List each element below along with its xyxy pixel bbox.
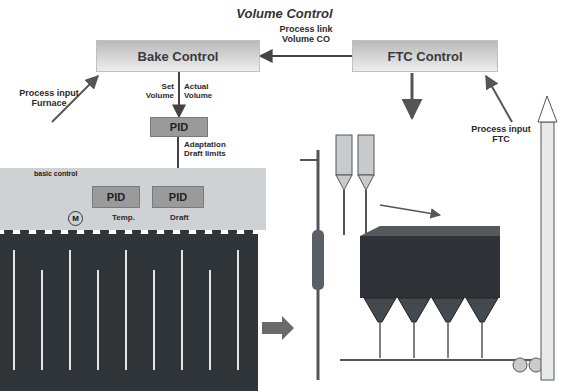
- annotation-label: Set Volume: [136, 82, 174, 100]
- edge-label: Process link Volume CO: [270, 24, 342, 45]
- pid-box: PID: [150, 117, 208, 137]
- motor-symbol: M: [68, 211, 83, 226]
- node-text: basic control: [34, 170, 78, 177]
- node-text: FTC Control: [387, 49, 462, 64]
- edge-label: Adaptation Draft limits: [184, 140, 244, 158]
- node-text: M: [72, 214, 79, 223]
- annotation-label: Process input Furnace: [16, 88, 82, 109]
- control-box: Bake Control: [96, 40, 260, 72]
- annotation-label: Temp.: [112, 213, 146, 222]
- node-text: PID: [170, 121, 188, 133]
- flow-arrow: [262, 316, 294, 340]
- control-box: FTC Control: [352, 40, 498, 72]
- ftc-plant: [300, 96, 557, 380]
- node-text: PID: [107, 191, 125, 203]
- diagram-title: Volume Control: [0, 6, 569, 21]
- connector-arrow: [260, 55, 352, 57]
- control-arrow: [411, 73, 414, 118]
- annotation-label: Actual Volume: [184, 82, 228, 100]
- node-text: Bake Control: [138, 49, 219, 64]
- connector-arrow: [178, 72, 180, 117]
- pid-box: PID: [152, 186, 204, 208]
- node-text: PID: [169, 191, 187, 203]
- furnace: [0, 228, 258, 391]
- input-arrow: [486, 76, 512, 122]
- annotation-label: Process input FTC: [468, 124, 534, 145]
- pid-box: PID: [92, 186, 140, 208]
- annotation-label: Draft: [170, 213, 204, 222]
